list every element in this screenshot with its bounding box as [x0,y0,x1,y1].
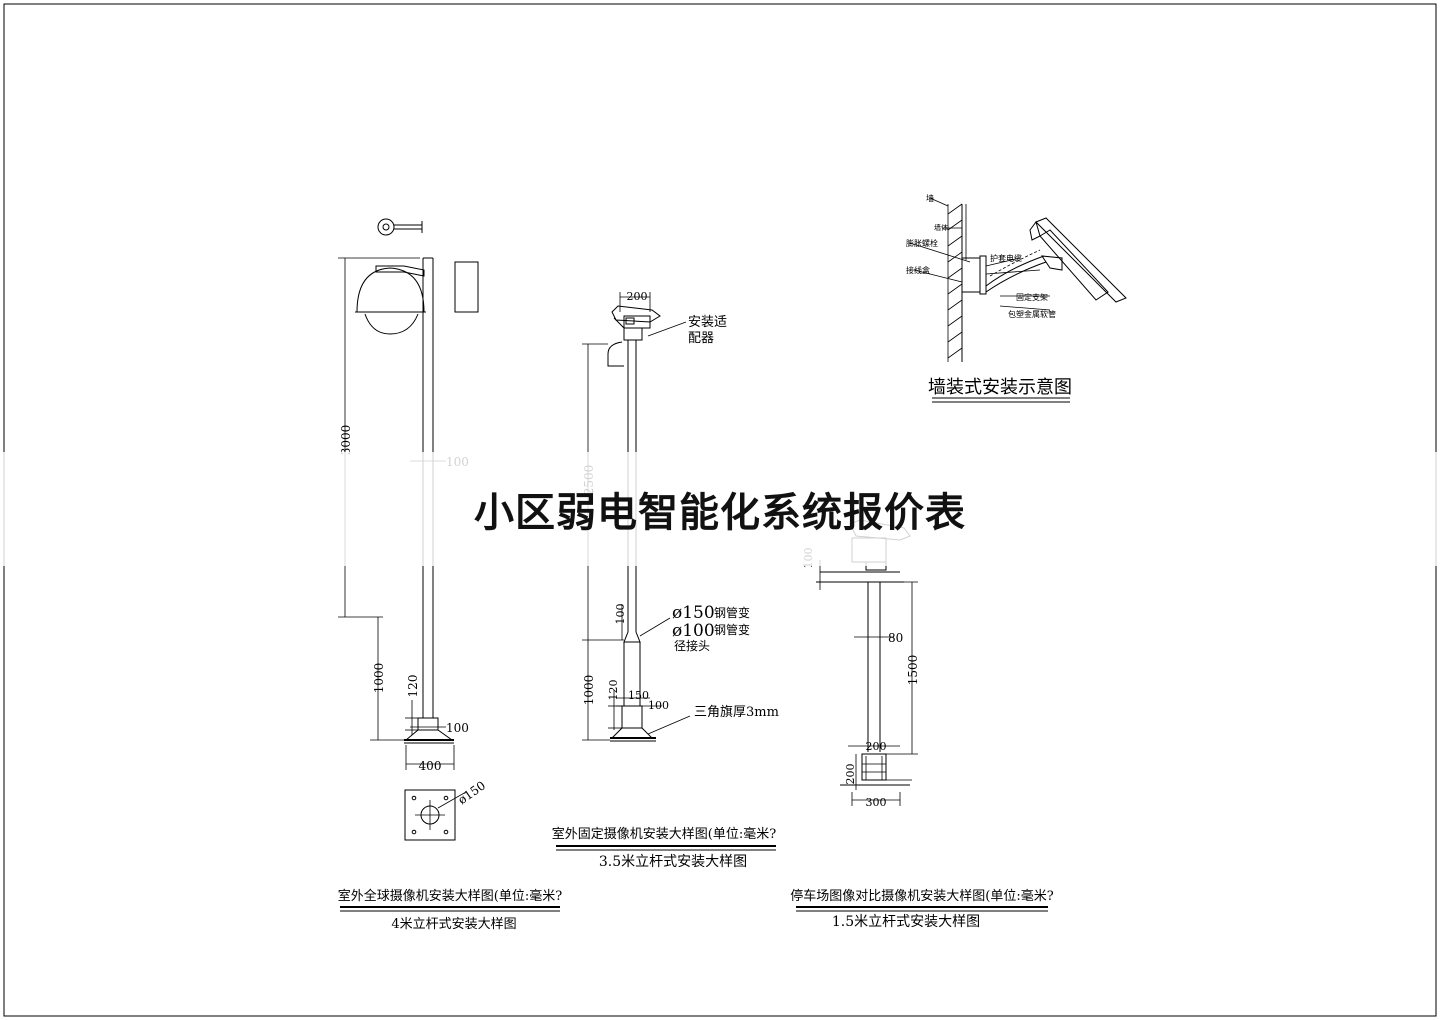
dim-200-top: 200 [627,290,648,303]
dim-200-3v: 200 [844,764,857,785]
wall-hatch [947,203,963,359]
camera-body [623,315,651,329]
label-reducer: 径接头 [674,638,710,653]
label-bolt: 膨胀螺栓 [906,238,938,248]
junction-box [454,261,479,313]
label-metal: 包塑金属软管 [1008,309,1056,319]
dim-120-2: 120 [607,680,620,701]
dim-100-reducer: 100 [614,604,627,625]
label-pipe100-text: 钢管变 [714,622,750,637]
wall-camera-body [1039,229,1109,301]
label-pipe150: ø150 [672,603,715,623]
wall-camera-mount [1040,255,1063,271]
camera-arm [375,265,425,277]
pipe-reducer [623,631,641,643]
label-pipe100: ø100 [672,621,715,641]
subcaption-drawing-3: 1.5米立杆式安装大样图 [832,914,980,930]
dim-1000: 1000 [372,663,386,694]
gusset-plate-2 [610,727,654,739]
label-wallsurf: 墙体 [934,223,948,232]
caption-drawing-4: 墙装式安装示意图 [928,377,1072,398]
label-adapter-2: 配器 [688,331,714,346]
dim-3000: 3000 [339,425,353,456]
label-box: 接线盒 [906,265,930,275]
foundation-block [861,753,887,781]
dim-1000-2: 1000 [582,675,596,706]
drawing-wall-mount [909,197,1127,362]
label-adapter-1: 安装适 [688,315,727,330]
dim-300: 300 [866,796,887,809]
flex-conduit [985,255,1045,287]
subcaption-drawing-2: 3.5米立杆式安装大样图 [599,854,747,870]
label-gusset: 三角旗厚3mm [694,704,779,720]
bracket-top-view-inner [382,223,390,231]
wall-camera-sunshield [1035,217,1127,303]
caption-drawing-2: 室外固定摄像机安装大样图(单位:毫米? [552,826,776,842]
camera-cable [607,341,624,367]
dim-150-base: 150 [628,689,649,702]
dim-400: 400 [419,759,442,773]
label-bracket: 固定支架 [1016,292,1048,302]
subcaption-drawing-1: 4米立杆式安装大样图 [391,917,516,932]
captions: 墙装式安装示意图 室外固定摄像机安装大样图(单位:毫米? 3.5米立杆式安装大样… [338,377,1072,932]
wall-junction-box [961,257,981,293]
dim-phi150: ø150 [455,778,488,807]
dim-100-base: 100 [446,721,469,735]
dim-100-base-2: 100 [648,699,669,712]
dim-120: 120 [406,675,420,698]
bracket-top-view-circle [377,218,395,236]
fixed-camera-housing [611,305,661,323]
label-pipe150-text: 钢管变 [714,605,750,620]
label-wall: 墙 [926,193,934,203]
caption-drawing-3: 停车场图像对比摄像机安装大样图(单位:毫米? [790,888,1053,904]
dome-camera-housing [356,267,425,313]
caption-drawing-1: 室外全球摄像机安装大样图(单位:毫米? [338,888,562,904]
label-conduit: 护套电缆 [990,253,1022,263]
dim-80: 80 [888,631,903,645]
dome-camera-bubble [364,313,419,335]
pole-base-sleeve [417,717,439,731]
title-banner [0,452,1440,566]
pole-base-sleeve-2 [621,705,643,729]
wall-bracket-plate [979,255,987,295]
dim-200-3: 200 [866,740,887,753]
base-plate-plan [404,789,456,841]
page-title: 小区弱电智能化系统报价表 [474,490,966,536]
dim-1500: 1500 [906,655,920,686]
